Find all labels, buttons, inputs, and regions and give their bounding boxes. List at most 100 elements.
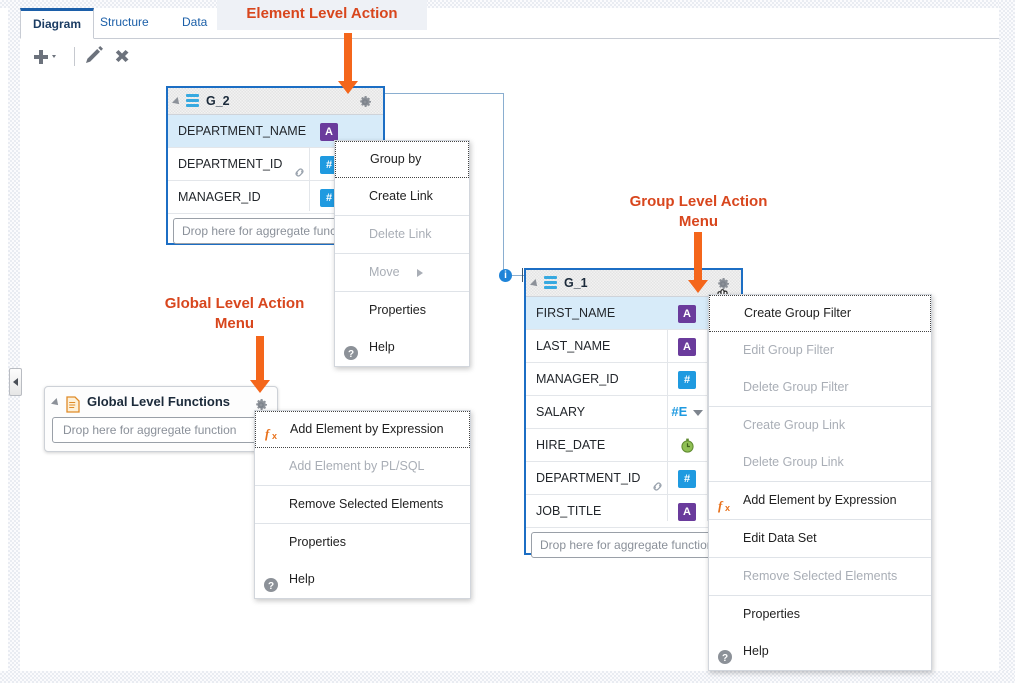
group-title-g2: G_2 bbox=[206, 94, 230, 108]
edit-pencil-icon[interactable] bbox=[82, 45, 106, 69]
type-badge-text: A bbox=[678, 502, 696, 521]
type-badge-number: # bbox=[320, 188, 338, 207]
menu-item-label: Add Element by PL/SQL bbox=[289, 459, 425, 473]
menu-item-label: Create Group Link bbox=[743, 418, 846, 432]
field-name: HIRE_DATE bbox=[536, 438, 606, 452]
menu-item-element-properties[interactable]: Properties bbox=[335, 291, 469, 329]
document-icon bbox=[66, 394, 80, 424]
menu-item-label: Remove Selected Elements bbox=[743, 569, 898, 583]
group-box-g1[interactable]: G_1 FIRST_NAME A LAST_NAME A bbox=[524, 268, 743, 558]
add-icon[interactable] bbox=[30, 45, 64, 69]
col-divider-g1-b bbox=[707, 297, 708, 521]
menu-item-group-delete-group-filter: Delete Group Filter bbox=[709, 369, 931, 406]
connector-endcap bbox=[522, 268, 523, 282]
link-chain-icon bbox=[651, 473, 663, 491]
aggregate-dropdown-icon[interactable] bbox=[692, 409, 703, 416]
group-header-g1[interactable]: G_1 bbox=[526, 270, 741, 297]
menu-item-label: Delete Group Link bbox=[743, 455, 844, 469]
field-row[interactable]: JOB_TITLE A bbox=[526, 495, 741, 528]
field-name: LAST_NAME bbox=[536, 339, 611, 353]
type-badge-number: # bbox=[320, 155, 338, 174]
svg-text:f: f bbox=[718, 498, 724, 513]
field-row[interactable]: HIRE_DATE bbox=[526, 429, 741, 462]
delete-x-icon[interactable] bbox=[110, 45, 134, 69]
menu-item-group-create-group-filter[interactable]: Create Group Filter bbox=[709, 295, 931, 332]
menu-item-global-remove-selected-elements[interactable]: Remove Selected Elements bbox=[255, 485, 470, 523]
field-row[interactable]: MANAGER_ID # bbox=[526, 363, 741, 396]
field-row[interactable]: DEPARTMENT_ID # bbox=[526, 462, 741, 495]
menu-item-global-help[interactable]: ?Help bbox=[255, 561, 470, 598]
menu-item-group-properties[interactable]: Properties bbox=[709, 595, 931, 633]
global-level-functions-panel[interactable]: Global Level Functions Drop here for agg… bbox=[44, 386, 278, 452]
svg-text:?: ? bbox=[722, 653, 728, 664]
collapse-twisty-icon[interactable] bbox=[530, 279, 540, 289]
menu-item-global-properties[interactable]: Properties bbox=[255, 523, 470, 561]
menu-item-group-help[interactable]: ? Help bbox=[709, 633, 931, 670]
annotation-group-level-action: Group Level Action Menu bbox=[629, 193, 768, 230]
annotation-element-level-backdrop bbox=[217, 0, 427, 30]
menu-item-element-help[interactable]: ?Help bbox=[335, 329, 469, 366]
field-name: DEPARTMENT_NAME bbox=[178, 124, 307, 138]
field-row[interactable]: SALARY #E bbox=[526, 396, 741, 429]
type-badge-number: # bbox=[678, 469, 696, 488]
help-icon: ? bbox=[717, 643, 735, 664]
left-splitter[interactable] bbox=[8, 8, 20, 671]
annotation-arrow-global bbox=[250, 336, 270, 394]
field-name: MANAGER_ID bbox=[178, 190, 261, 204]
connector-line-h2 bbox=[503, 275, 531, 276]
menu-item-group-create-group-link: Create Group Link bbox=[709, 406, 931, 444]
connector-info-icon[interactable]: i bbox=[499, 269, 512, 282]
group-gear-icon-g1[interactable] bbox=[715, 275, 731, 291]
menu-item-label: Help bbox=[743, 644, 769, 658]
field-row[interactable]: LAST_NAME A bbox=[526, 330, 741, 363]
field-name: SALARY bbox=[536, 405, 586, 419]
aggregate-dropzone-g1[interactable]: Drop here for aggregate function bbox=[531, 532, 736, 558]
connector-line-h1 bbox=[374, 93, 504, 94]
toolbar-separator bbox=[74, 47, 75, 66]
help-icon: ? bbox=[343, 339, 361, 360]
type-badge-text: A bbox=[678, 337, 696, 356]
annotation-element-level-action: Element Level Action bbox=[246, 5, 398, 22]
menu-item-element-delete-link: Delete Link bbox=[335, 215, 469, 253]
menu-item-label: Delete Group Filter bbox=[743, 380, 849, 394]
menu-item-label: Create Group Filter bbox=[744, 306, 851, 320]
field-row[interactable]: MANAGER_ID # bbox=[168, 181, 383, 214]
menu-item-label: Properties bbox=[743, 607, 800, 621]
tab-structure[interactable]: Structure bbox=[100, 15, 149, 29]
menu-item-element-group-by[interactable]: Group by bbox=[335, 141, 469, 178]
submenu-chevron-icon bbox=[417, 269, 423, 277]
global-gear-icon[interactable] bbox=[253, 394, 269, 410]
field-row[interactable]: DEPARTMENT_ID # bbox=[168, 148, 383, 181]
collapse-twisty-icon[interactable] bbox=[172, 97, 182, 107]
group-gear-icon-g2[interactable] bbox=[357, 93, 373, 109]
menu-item-group-edit-data-set[interactable]: Edit Data Set bbox=[709, 519, 931, 557]
tab-data[interactable]: Data bbox=[182, 15, 208, 29]
group-stack-icon bbox=[186, 94, 199, 108]
svg-text:?: ? bbox=[348, 349, 354, 360]
menu-item-global-add-element-by-pl-sql: Add Element by PL/SQL bbox=[255, 448, 470, 485]
splitter-collapse-arrow-icon[interactable] bbox=[9, 368, 22, 396]
menu-item-label: Properties bbox=[289, 535, 346, 549]
link-chain-icon bbox=[293, 159, 305, 177]
menu-item-label: Properties bbox=[369, 303, 426, 317]
svg-text:f: f bbox=[265, 426, 271, 441]
tab-diagram[interactable]: Diagram bbox=[20, 8, 95, 39]
connector-line-v bbox=[503, 93, 504, 276]
group-header-g2[interactable]: G_2 bbox=[168, 88, 383, 115]
menu-item-label: Delete Link bbox=[369, 227, 432, 241]
group-title-g1: G_1 bbox=[564, 276, 588, 290]
type-badge-date-icon bbox=[679, 438, 696, 453]
menu-item-label: Group by bbox=[370, 152, 422, 166]
collapse-twisty-icon[interactable] bbox=[51, 398, 61, 408]
global-aggregate-dropzone[interactable]: Drop here for aggregate function bbox=[52, 417, 270, 443]
field-row[interactable]: FIRST_NAME A bbox=[526, 297, 741, 330]
menu-item-element-create-link[interactable]: Create Link bbox=[335, 178, 469, 215]
menu-item-group-delete-group-link: Delete Group Link bbox=[709, 444, 931, 481]
type-badge-text: A bbox=[678, 304, 696, 323]
